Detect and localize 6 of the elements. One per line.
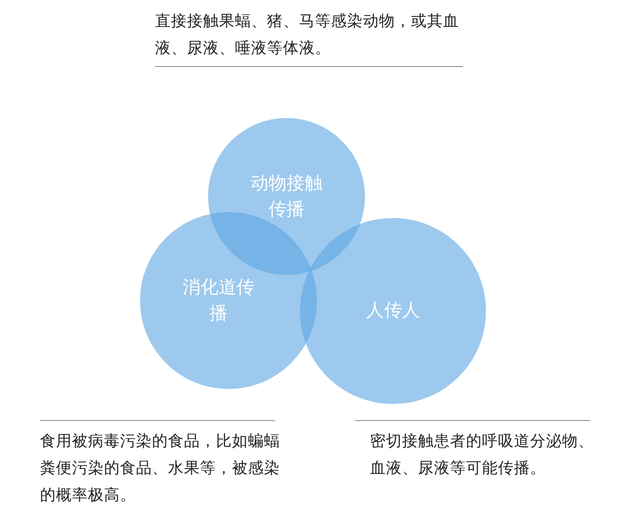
description-text: 直接接触果蝠、猪、马等感染动物，或其血液、尿液、唾液等体液。 [155,11,460,59]
circle-label: 人传人 [365,299,421,323]
description-text: 密切接触患者的呼吸道分泌物、血液、尿液等可能传播。 [370,431,595,479]
circle-label: 消化道传播 [182,276,256,326]
circle-label: 动物接触传播 [250,172,324,222]
description-text: 食用被病毒污染的食品，比如蝙蝠粪便污染的食品、水果等，被感染的概率极高。 [40,431,281,506]
